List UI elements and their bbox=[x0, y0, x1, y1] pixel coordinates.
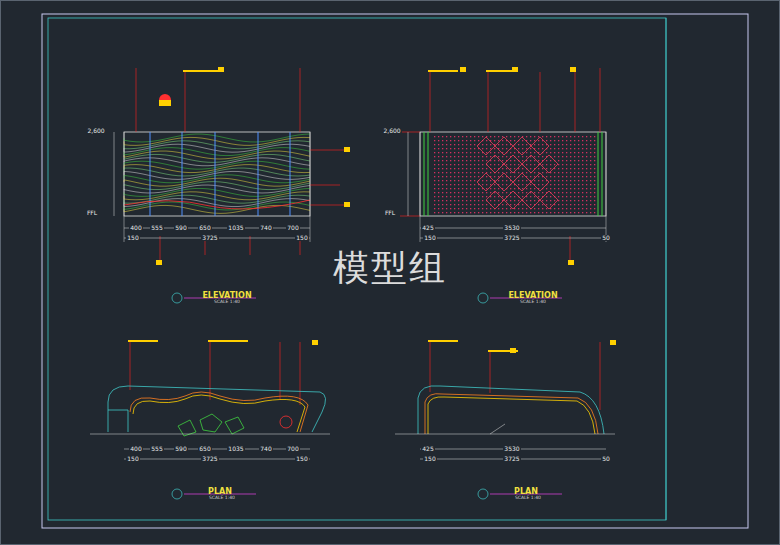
scale-note: SCALE 1:40 bbox=[515, 496, 541, 501]
view-title: PLAN bbox=[208, 488, 232, 496]
dimension-text: 3725 bbox=[503, 456, 520, 462]
dimension-text: 1035 bbox=[227, 446, 244, 452]
dimension-text: 425 bbox=[421, 225, 434, 231]
dimension-text: 3530 bbox=[503, 446, 520, 452]
dimension-text: 2,600 bbox=[382, 128, 401, 134]
dimension-text: 590 bbox=[174, 225, 187, 231]
dimension-text: 400 bbox=[129, 446, 142, 452]
dimension-text: FFL bbox=[384, 210, 396, 216]
dimension-text: 150 bbox=[295, 235, 308, 241]
dimension-text: 555 bbox=[150, 446, 163, 452]
view-title: PLAN bbox=[514, 488, 538, 496]
dimension-text: 2,600 bbox=[86, 128, 105, 134]
scale-note: SCALE 1:40 bbox=[209, 496, 235, 501]
dimension-text: 1035 bbox=[227, 225, 244, 231]
dimension-text: 740 bbox=[259, 446, 272, 452]
dimension-text: 3530 bbox=[503, 225, 520, 231]
dimension-text: 50 bbox=[601, 456, 611, 462]
dimension-text: 150 bbox=[423, 235, 436, 241]
dimension-text: 425 bbox=[421, 446, 434, 452]
view-title: ELEVATION bbox=[202, 292, 251, 300]
view-title: ELEVATION bbox=[508, 292, 557, 300]
dimension-text: 700 bbox=[286, 225, 299, 231]
dimension-text: 150 bbox=[295, 456, 308, 462]
dimension-text: 555 bbox=[150, 225, 163, 231]
dimension-text: 150 bbox=[423, 456, 436, 462]
dimension-text: FFL bbox=[86, 210, 98, 216]
dimension-text: 3725 bbox=[201, 235, 218, 241]
dimension-text: 50 bbox=[601, 235, 611, 241]
scale-note: SCALE 1:40 bbox=[520, 300, 546, 305]
dimension-text: 590 bbox=[174, 446, 187, 452]
dimension-text: 400 bbox=[129, 225, 142, 231]
dimension-text: 650 bbox=[198, 225, 211, 231]
dimension-text: 650 bbox=[198, 446, 211, 452]
dimension-text: 150 bbox=[126, 235, 139, 241]
dimension-text: 3725 bbox=[503, 235, 520, 241]
dimension-text: 3725 bbox=[201, 456, 218, 462]
scale-note: SCALE 1:40 bbox=[214, 300, 240, 305]
dimension-text: 150 bbox=[126, 456, 139, 462]
dimension-text: 740 bbox=[259, 225, 272, 231]
watermark: 模型组 bbox=[333, 250, 447, 286]
dimension-text: 700 bbox=[286, 446, 299, 452]
